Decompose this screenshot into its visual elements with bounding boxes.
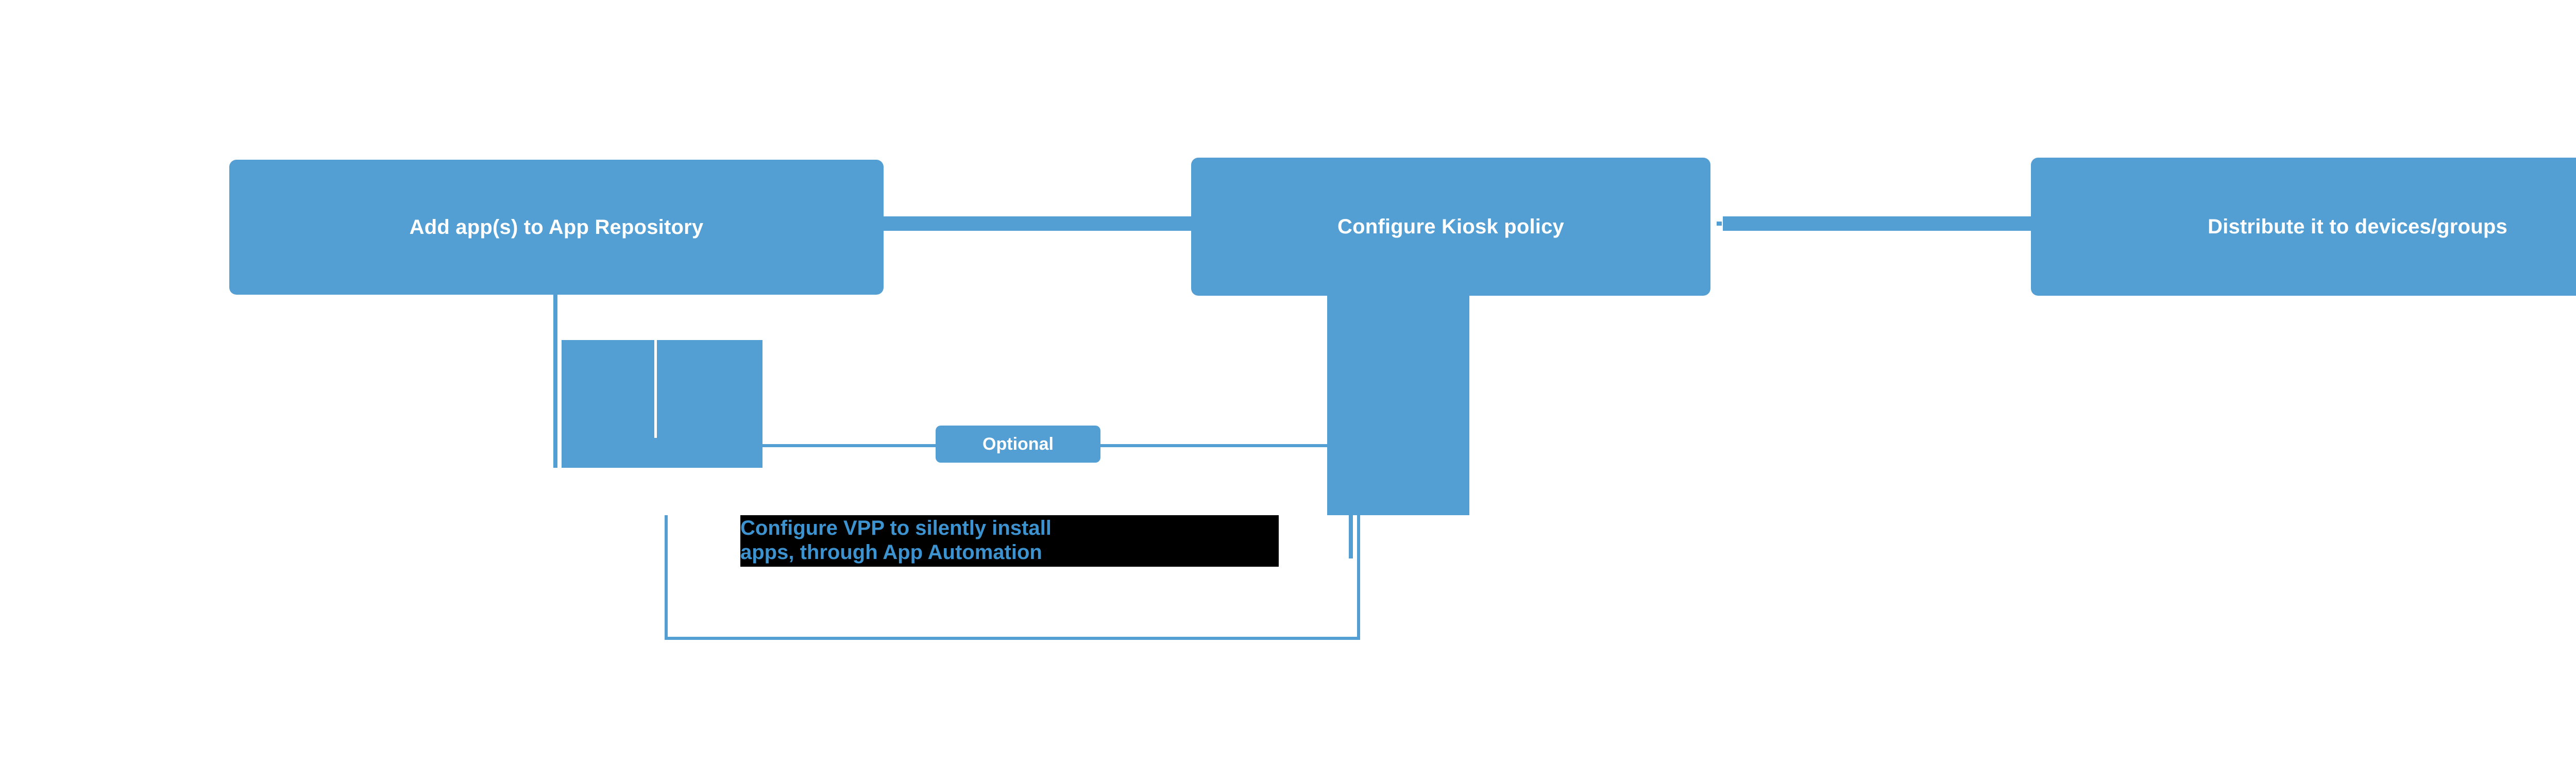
branch-slab-left <box>562 340 762 468</box>
branch-slab-right <box>1327 295 1469 515</box>
return-path-right-segment <box>1357 515 1360 640</box>
optional-link-right <box>1100 444 1329 447</box>
branch-stem-right <box>1349 511 1353 558</box>
return-path-left-segment <box>665 515 668 639</box>
connector-add-apps-to-kiosk <box>882 216 1192 231</box>
arrow-nub-distribute-inlet <box>1717 222 1722 226</box>
arrow-nub-kiosk-inlet <box>1188 222 1193 226</box>
branch-slab-gap <box>654 340 657 438</box>
node-add-apps-to-app-repository[interactable]: Add app(s) to App Repository <box>229 160 884 295</box>
node-distribute-to-devices-groups[interactable]: Distribute it to devices/groups <box>2031 158 2576 296</box>
branch-stem-left <box>553 295 557 468</box>
optional-link-left <box>762 444 936 447</box>
node-configure-kiosk-policy[interactable]: Configure Kiosk policy <box>1191 158 1710 296</box>
connector-kiosk-to-distribute <box>1723 216 2032 231</box>
branch-stem-gap <box>557 340 562 468</box>
vpp-app-automation-caption[interactable]: Configure VPP to silently install apps, … <box>740 515 1279 567</box>
return-path-bottom-segment <box>665 637 1360 640</box>
optional-badge[interactable]: Optional <box>936 426 1100 463</box>
